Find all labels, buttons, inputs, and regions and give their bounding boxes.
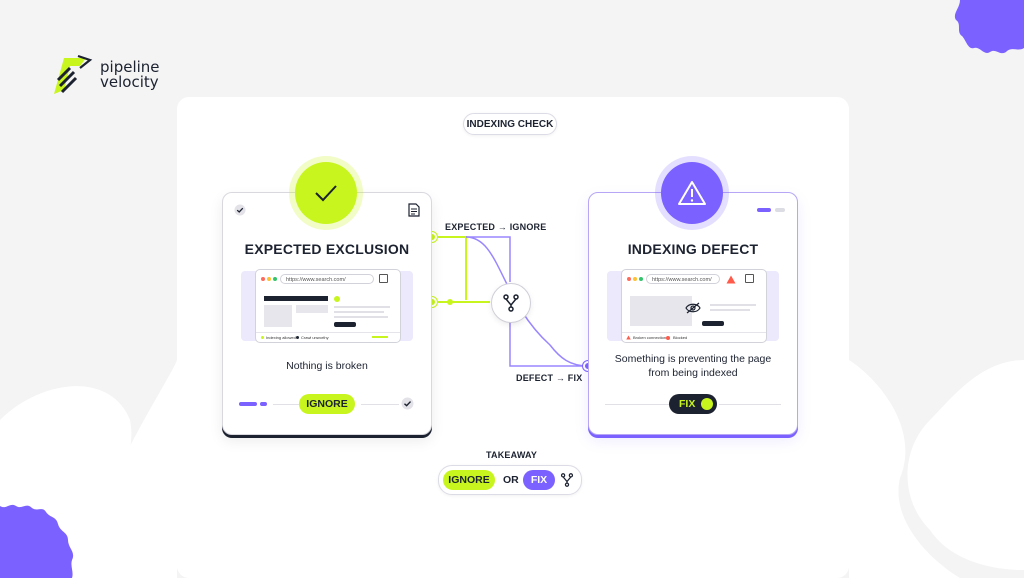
header-label: INDEXING CHECK — [466, 118, 554, 130]
content-button — [702, 321, 724, 326]
text-line — [334, 306, 390, 308]
fork-icon — [503, 294, 519, 312]
content-block — [296, 305, 328, 313]
document-icon — [408, 203, 420, 217]
hidden-eye-icon — [685, 302, 701, 314]
window-dot-yellow — [267, 277, 271, 281]
takeaway-or-label: OR — [503, 474, 519, 486]
text-line — [710, 304, 756, 306]
header-pill: INDEXING CHECK — [463, 113, 557, 135]
window-dot-red — [261, 277, 265, 281]
content-button — [334, 322, 356, 327]
warning-icon — [726, 275, 736, 284]
divider-line — [361, 404, 399, 405]
indexing-defect-card: INDEXING DEFECT https://www.search.com/ — [588, 192, 798, 435]
divider-line — [605, 404, 669, 405]
takeaway-pill: IGNORE OR FIX — [438, 465, 582, 495]
content-heading-bar — [264, 296, 328, 301]
legend-text-1: Indexing allowed — [266, 335, 296, 340]
legend-dot-dark — [296, 336, 299, 339]
legend-dot-red — [666, 336, 670, 340]
window-dot-red — [627, 277, 631, 281]
fix-button[interactable]: FIX — [669, 394, 717, 414]
brand-logo: pipeline velocity — [50, 54, 160, 96]
logo-line-2: velocity — [100, 73, 159, 91]
green-connector-1 — [432, 236, 467, 300]
takeaway-ignore-label: IGNORE — [448, 474, 490, 486]
warning-badge — [661, 162, 723, 224]
divider-line — [273, 404, 299, 405]
window-dot-yellow — [633, 277, 637, 281]
pager-bar — [757, 208, 771, 212]
warning-triangle-icon — [678, 181, 706, 205]
ignore-button-label: IGNORE — [306, 398, 348, 410]
legend-progress — [372, 336, 388, 338]
takeaway-label: TAKEAWAY — [486, 450, 538, 460]
pager-dot — [260, 402, 267, 406]
connector-label-top: EXPECTED → IGNORE — [445, 222, 547, 232]
blob-bottom-left — [0, 504, 74, 578]
divider — [256, 332, 400, 333]
left-browser-mockup: https://www.search.com/ Indexing allowed… — [255, 269, 401, 343]
status-dot — [334, 296, 340, 302]
right-subtitle-line-2: from being indexed — [648, 367, 738, 379]
takeaway-ignore-chip[interactable]: IGNORE — [443, 470, 495, 490]
fork-node — [491, 283, 531, 323]
pager-dot — [775, 208, 785, 212]
content-image-block — [630, 296, 692, 326]
connector-label-bottom: DEFECT → FIX — [516, 373, 583, 383]
window-icon — [745, 274, 754, 283]
legend-text-2: Blocked — [673, 335, 688, 340]
divider-line — [719, 404, 781, 405]
left-card-title: EXPECTED EXCLUSION — [244, 241, 410, 257]
right-url-bar: https://www.search.com/ — [646, 274, 720, 284]
logo-line-1: pipeline — [100, 58, 160, 76]
takeaway-fix-label: FIX — [530, 474, 548, 486]
legend-dot-green — [261, 336, 264, 339]
purple-connector-3 — [509, 320, 588, 367]
text-line — [710, 309, 750, 311]
divider — [622, 332, 766, 333]
left-url-bar: https://www.search.com/ — [280, 274, 374, 284]
success-badge — [295, 162, 357, 224]
right-card-subtitle: Something is preventing the page from be… — [589, 352, 797, 380]
takeaway-fix-chip[interactable]: FIX — [523, 470, 555, 490]
left-card-subtitle: Nothing is broken — [286, 360, 368, 372]
legend-text-2: Crawl unworthy — [301, 335, 329, 340]
window-dot-green — [273, 277, 277, 281]
content-image-block — [264, 305, 292, 327]
text-line — [334, 311, 384, 313]
midpoint-dot — [447, 299, 453, 305]
legend-warning-icon — [626, 335, 631, 340]
check-circle-icon — [234, 204, 246, 216]
right-browser-mockup: https://www.search.com/ Broken connectio… — [621, 269, 767, 343]
right-card-title: INDEXING DEFECT — [627, 241, 759, 257]
logo-icon — [54, 54, 93, 94]
fix-button-label: FIX — [679, 398, 696, 410]
window-dot-green — [639, 277, 643, 281]
toggle-knob — [701, 398, 713, 410]
purple-connector-2 — [465, 236, 589, 367]
legend-text-1: Broken connection — [633, 335, 667, 340]
fork-icon — [560, 473, 574, 487]
text-line — [334, 316, 388, 318]
cloud-right-inner — [849, 360, 960, 578]
checkmark-icon — [315, 185, 337, 202]
purple-connector-1 — [466, 236, 511, 282]
cloud-left-inner — [80, 360, 177, 578]
cloud-right — [907, 360, 1024, 570]
ignore-button[interactable]: IGNORE — [299, 394, 355, 414]
blob-top-right — [954, 0, 1024, 54]
window-icon — [379, 274, 388, 283]
expected-exclusion-card: EXPECTED EXCLUSION https://www.search.co… — [222, 192, 432, 435]
check-circle-icon — [401, 397, 414, 410]
pager-bar — [239, 402, 257, 406]
right-subtitle-line-1: Something is preventing the page — [614, 353, 772, 365]
